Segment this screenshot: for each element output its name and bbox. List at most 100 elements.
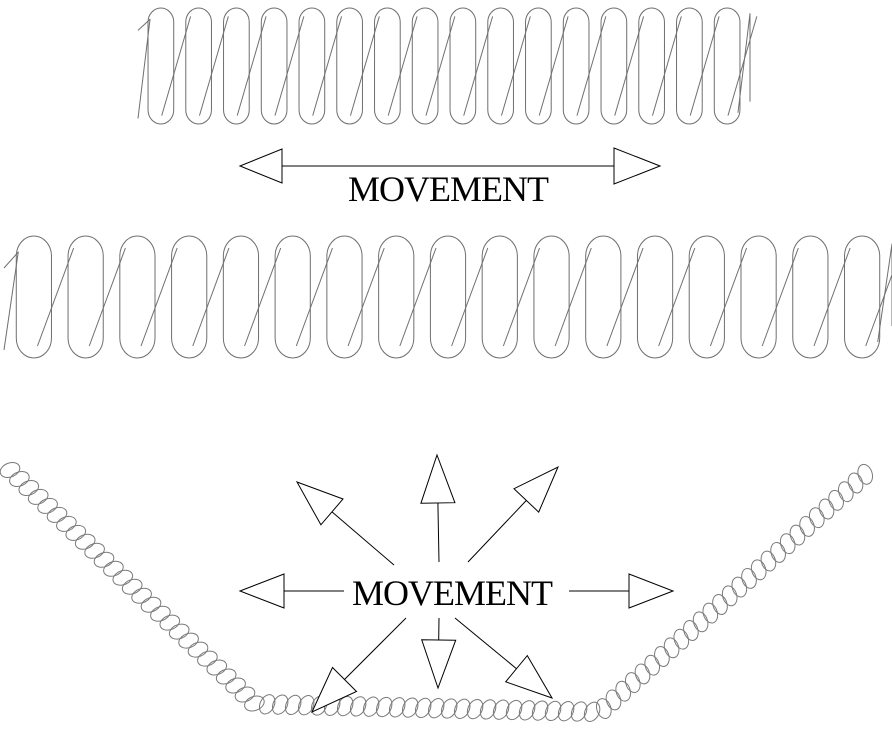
coil-loop: [676, 7, 703, 125]
bent-coil-loop: [388, 697, 406, 718]
coil-loop: [525, 7, 552, 125]
coil-loop: [67, 235, 104, 359]
bent-coil-loop: [140, 596, 162, 613]
bent-coil-loop: [518, 700, 536, 721]
bent-coil-loop: [466, 698, 484, 720]
coil-loop: [171, 235, 208, 359]
arrow-up-left: [295, 481, 395, 566]
bent-coil-loop: [760, 550, 777, 572]
bent-coil-loop: [18, 480, 40, 496]
bent-coil-loop: [159, 614, 181, 631]
bent-coil-loop: [244, 695, 265, 712]
bent-coil-loop: [837, 481, 854, 503]
coil-loop: [600, 7, 628, 125]
bent-coil-loop: [531, 700, 549, 721]
bent-coil-loop: [336, 695, 354, 717]
coil-loop: [15, 235, 52, 359]
bent-coil-loop: [103, 560, 124, 577]
bent-coil-loop: [427, 698, 445, 719]
movement-label-bottom: MOVEMENT: [352, 573, 553, 613]
bent-coil-loop: [770, 541, 786, 563]
bent-coil-loop: [557, 701, 575, 722]
bent-coil-loop: [65, 524, 87, 541]
coil-loop: [562, 7, 590, 125]
coil-loop: [411, 7, 439, 125]
bent-coil-loop: [112, 569, 134, 586]
bent-coil-loop: [349, 696, 367, 717]
bent-coil-loop: [634, 663, 651, 685]
bent-coil-loop: [847, 472, 864, 494]
arrow-left-head: [238, 148, 283, 184]
bent-coil-loop: [121, 578, 143, 595]
bent-coil-loop: [37, 497, 58, 514]
bent-coil-loop: [234, 686, 256, 703]
bent-coil-loop: [605, 689, 622, 711]
coil-loop: [147, 7, 175, 125]
compressed-spring: [137, 7, 758, 125]
bent-coil-loop: [84, 542, 105, 559]
bent-coil-loop: [712, 594, 728, 615]
bent-coil-loop: [683, 620, 699, 641]
bent-coil-loop: [828, 489, 844, 511]
coil-end-right: [877, 243, 892, 343]
bent-coil-loop: [818, 498, 835, 520]
bent-coil-loop: [271, 694, 289, 715]
bent-coil-loop: [225, 677, 246, 694]
bent-coil-loop: [789, 524, 806, 546]
bent-coil-loop: [692, 611, 709, 633]
coil-loop: [533, 235, 570, 359]
coil-loop: [487, 7, 514, 125]
bent-coil-loop: [0, 462, 21, 478]
bent-coil-loop: [206, 659, 228, 676]
bent-coil-loop: [297, 695, 315, 716]
bent-coil-loop: [150, 605, 171, 622]
bent-coil-loop: [741, 567, 757, 589]
bent-coil-loop: [750, 559, 767, 581]
coil-loop: [298, 7, 326, 125]
coil-loop: [274, 235, 311, 359]
bent-coil-loop: [857, 463, 874, 485]
coil-loop: [638, 7, 665, 125]
bent-coil-loop: [779, 533, 796, 555]
bent-coil-loop: [27, 488, 49, 505]
coil-loop: [844, 235, 881, 359]
coil-end-left: [3, 251, 19, 351]
coil-loop: [429, 235, 467, 359]
coil-loop: [449, 7, 477, 125]
arrow-up: [420, 453, 456, 563]
arrow-right-head: [613, 147, 662, 185]
bent-coil-loop: [215, 668, 237, 685]
bent-coil-loop: [56, 515, 77, 532]
coil-loop: [792, 235, 829, 359]
bent-coil-loop: [702, 602, 719, 624]
coil-loop: [223, 7, 250, 125]
bent-coil-loop: [673, 628, 690, 650]
bent-coil-loop: [799, 515, 815, 537]
bent-coil-loop: [583, 701, 601, 722]
bent-coil-loop: [9, 471, 30, 487]
coil-strand: [727, 16, 758, 116]
bent-coil-loop: [197, 650, 218, 667]
coil-loop: [688, 235, 725, 359]
bent-coil-loop: [93, 551, 115, 568]
bent-coil-loop: [654, 646, 670, 667]
bent-coil-loop: [505, 699, 523, 721]
bent-coil-loop: [663, 637, 680, 659]
coil-loop: [481, 235, 518, 359]
coil-loop: [119, 235, 156, 359]
coil-loop: [374, 7, 401, 125]
bent-coil-loop: [46, 506, 68, 523]
movement-label-top: MOVEMENT: [348, 169, 549, 209]
coil-loop: [185, 7, 212, 125]
bent-spring: [0, 462, 874, 722]
radial-movement-arrows: [238, 453, 675, 714]
arrow-down-right: [454, 617, 554, 699]
bent-coil-loop: [401, 697, 419, 718]
bent-coil-loop: [178, 632, 199, 649]
coil-loop: [740, 235, 777, 359]
coil-loop: [260, 7, 288, 125]
bent-coil-loop: [721, 585, 738, 607]
arrow-down-left: [310, 617, 407, 714]
bent-coil-loop: [615, 680, 632, 702]
